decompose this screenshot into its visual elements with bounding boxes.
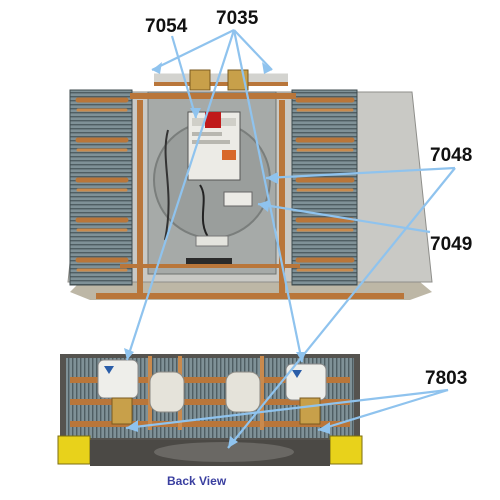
right-coil (291, 89, 358, 286)
leader-arrowheads (124, 62, 330, 448)
leader-7035-c (125, 29, 236, 361)
part-label-7049: 7049 (430, 234, 473, 255)
leader-lines (125, 29, 456, 449)
part-label-7035: 7035 (216, 8, 259, 29)
leader-7048-a (265, 166, 456, 180)
back-view-unit (57, 354, 363, 466)
valve-actuators (97, 359, 327, 425)
back-view-caption: Back View (167, 474, 227, 488)
leader-7049 (257, 202, 431, 234)
leader-7803-a (125, 388, 449, 430)
leader-7054 (170, 35, 198, 119)
leader-7048-b (227, 167, 456, 449)
left-coil (69, 89, 133, 286)
control-panel (147, 91, 277, 275)
part-label-7048: 7048 (430, 145, 473, 166)
part-label-7054: 7054 (145, 16, 188, 37)
leader-7035-d (232, 29, 304, 363)
top-view-unit (67, 69, 433, 300)
leader-7035-b (233, 29, 273, 71)
part-label-7803: 7803 (425, 368, 468, 389)
leader-7035-a (151, 29, 235, 71)
leader-7803-b (317, 388, 449, 432)
